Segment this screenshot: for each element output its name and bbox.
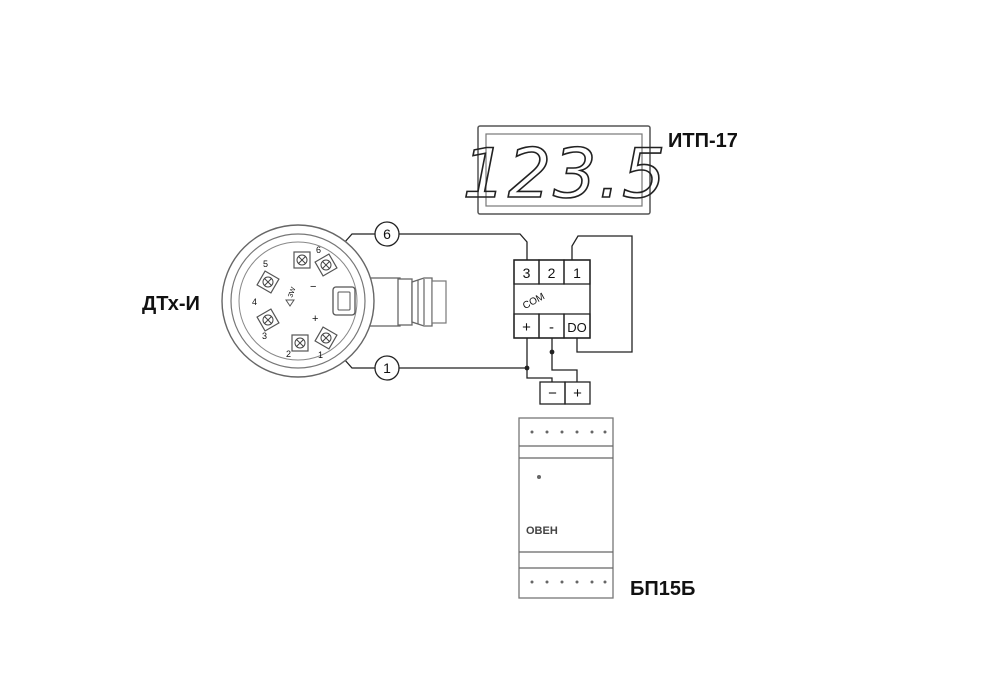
sensor-minus-mark: − — [310, 281, 316, 293]
sensor-head: 6 5 4 3 2 1 3W − + — [221, 224, 447, 378]
terminal-plus: + — [522, 319, 531, 336]
display-value: 123.5 — [463, 135, 668, 214]
svg-text:1: 1 — [318, 350, 323, 360]
svg-text:5: 5 — [263, 259, 268, 269]
terminal-minus: - — [549, 319, 554, 336]
psu-terminal-block: − + — [539, 381, 591, 405]
wire-marker-6: 6 — [374, 221, 400, 247]
svg-text:1: 1 — [383, 360, 391, 376]
sensor-label: ДТх-И — [142, 293, 200, 315]
svg-text:6: 6 — [316, 245, 321, 255]
psu-terminal-plus: + — [573, 385, 582, 402]
svg-text:4: 4 — [252, 297, 257, 307]
wire-marker-1: 1 — [374, 355, 400, 381]
psu-brand-logo: ОВЕН — [526, 525, 558, 537]
psu-unit: ОВЕН — [518, 417, 614, 599]
screw-terminals — [256, 251, 338, 352]
svg-text:3: 3 — [262, 331, 267, 341]
terminal-do: DO — [567, 320, 587, 335]
psu-terminal-minus: − — [548, 385, 557, 402]
device-label: ИТП-17 — [668, 130, 738, 152]
svg-text:2: 2 — [286, 349, 291, 359]
indicator-terminal-block: 3 2 1 COM + - DO — [513, 259, 591, 339]
sensor-plus-mark: + — [312, 313, 318, 325]
terminal-3: 3 — [523, 265, 531, 281]
psu-label: БП15Б — [630, 578, 695, 600]
itp17-indicator: 123.5 — [462, 125, 668, 215]
svg-text:6: 6 — [383, 226, 391, 242]
sensor-3w-mark: 3W — [287, 286, 297, 299]
terminal-2: 2 — [548, 265, 556, 281]
terminal-1: 1 — [573, 265, 581, 281]
sensor-terminal-numbers: 6 5 4 3 2 1 — [252, 245, 323, 360]
